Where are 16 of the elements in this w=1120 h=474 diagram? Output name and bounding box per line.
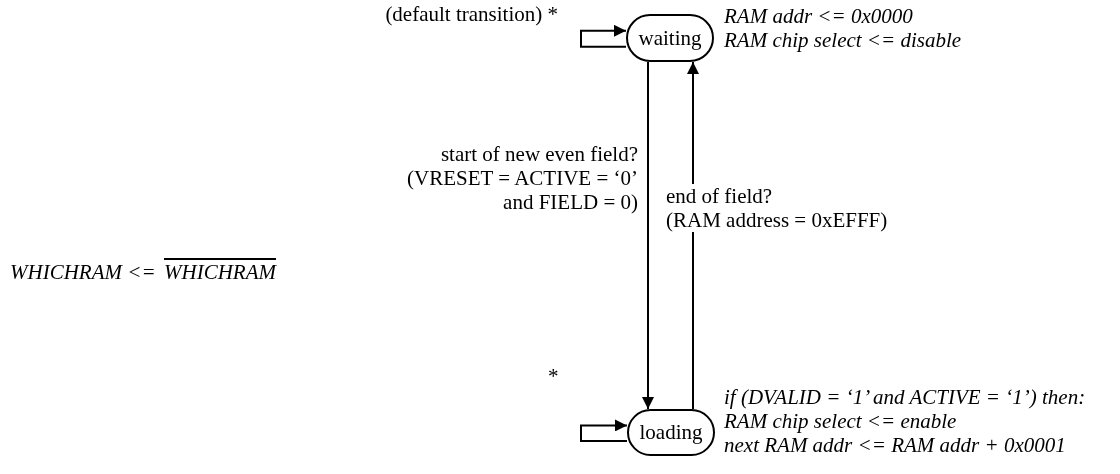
state-name: waiting	[638, 25, 702, 51]
assignment-text: WHICHRAM	[164, 260, 276, 284]
edge-label: start of new even field? (VRESET = ACTIVE = ‘0’ and FIELD = 0)	[406, 142, 638, 214]
state-action: next RAM addr <= RAM addr + 0x0001	[724, 433, 1066, 457]
arrow	[642, 61, 654, 410]
state-action: RAM addr <= 0x0000	[724, 4, 913, 28]
edge-label: end of field? (RAM address = 0xEFFF)	[666, 184, 889, 232]
arrow	[580, 24, 627, 48]
state-action: RAM chip select <= disable	[724, 28, 962, 52]
arrow	[580, 419, 628, 442]
state-box	[627, 409, 715, 456]
state-action: if (DVALID = ‘1’ and ACTIVE = ‘1’) then:	[724, 385, 1086, 409]
assignment-text: WHICHRAM <=	[10, 260, 156, 284]
state-action: RAM chip select <= enable	[724, 409, 957, 433]
state-name: loading	[639, 420, 703, 445]
state-box	[626, 14, 714, 62]
